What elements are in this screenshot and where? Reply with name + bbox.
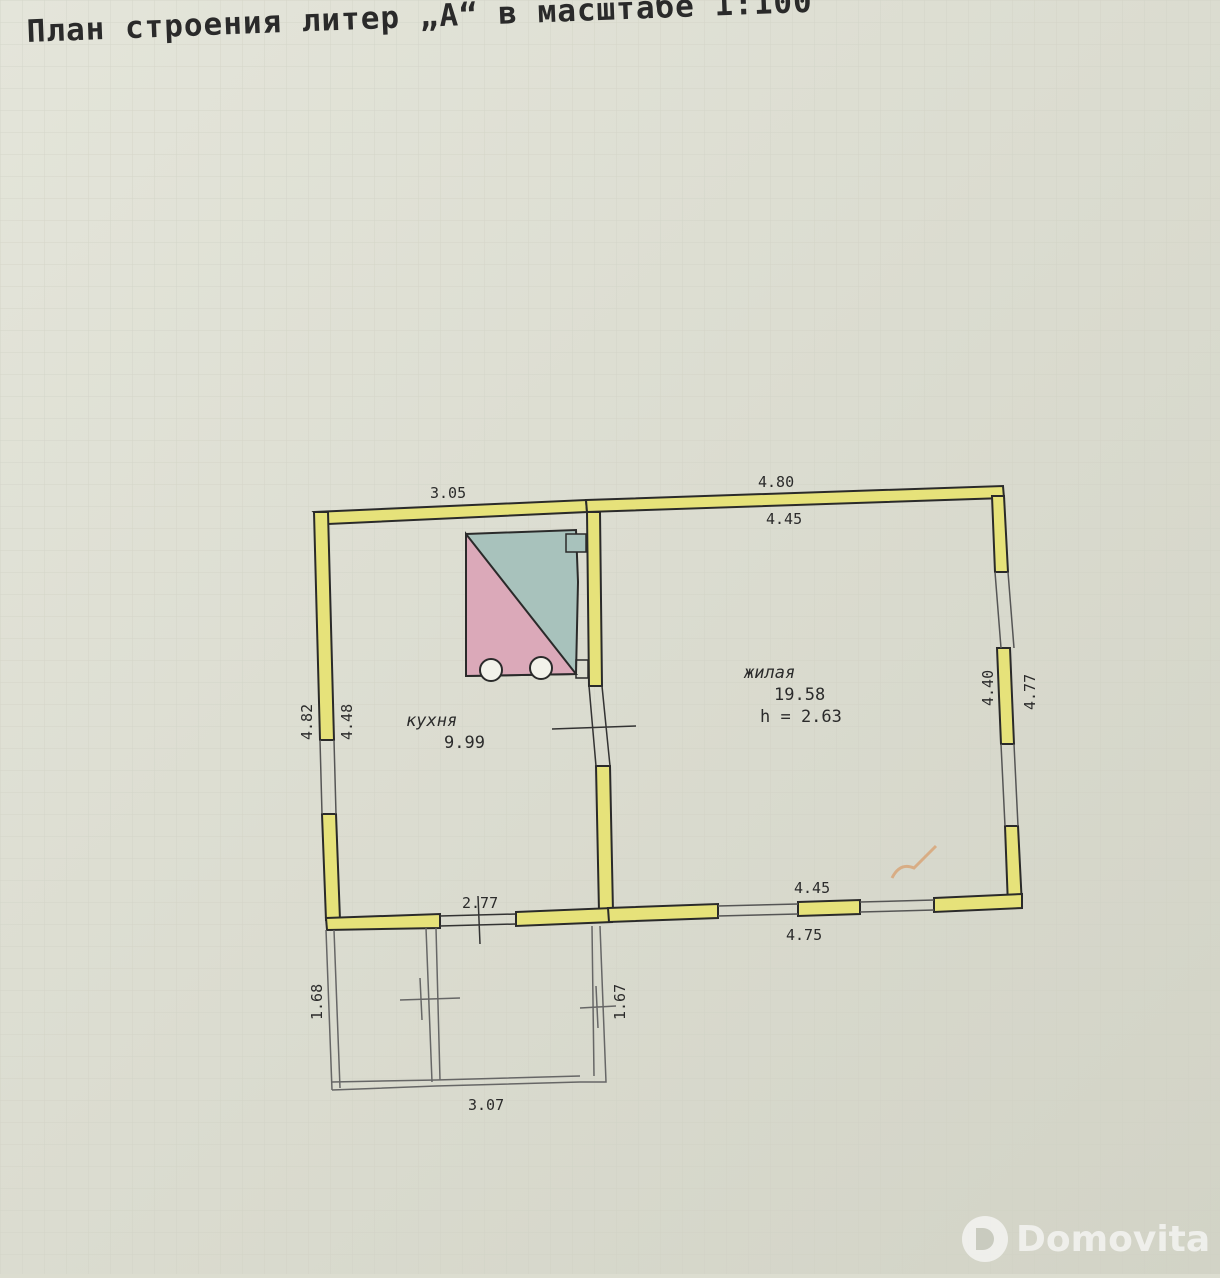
dim-right-inner: 4.40: [979, 670, 997, 706]
window-right-upper: [994, 571, 1015, 649]
dim-bottom-right-outer: 4.75: [786, 926, 822, 944]
wall-right-upper: [990, 495, 1010, 573]
living-area: 19.58: [774, 685, 825, 705]
wall-partition-upper: [585, 511, 604, 687]
living-height: h = 2.63: [760, 707, 842, 727]
wall-bottom-5: [933, 892, 1023, 914]
window-bottom-2: [859, 899, 935, 913]
watermark: Domovita: [962, 1214, 1210, 1264]
dim-porch-right: 1.67: [611, 984, 629, 1020]
porch: [325, 925, 617, 1091]
walls: [311, 484, 1024, 932]
wall-partition-lower: [594, 765, 615, 913]
dim-top-right-inner: 4.45: [766, 510, 802, 528]
stove: [465, 528, 589, 682]
wall-bottom-1: [324, 912, 441, 932]
stove-burner-right: [529, 656, 553, 680]
dim-porch-bottom: 3.07: [468, 1096, 504, 1114]
wall-bottom-3: [606, 902, 719, 924]
dim-left-outer: 4.82: [298, 704, 316, 740]
wall-bottom-4: [797, 898, 861, 918]
wall-left-lower: [320, 813, 342, 921]
dim-bottom-right-inner: 4.45: [794, 879, 830, 897]
dim-right-outer: 4.77: [1021, 674, 1039, 710]
domovita-logo-icon: [962, 1216, 1008, 1262]
window-bottom-1: [717, 903, 799, 917]
wall-right-mid: [995, 647, 1016, 745]
door-partition: [551, 685, 637, 767]
living-name: жилая: [743, 663, 795, 683]
kitchen-name: кухня: [406, 711, 457, 731]
window-left: [319, 739, 337, 815]
stove-burner-left: [479, 658, 503, 682]
dim-left-inner: 4.48: [338, 704, 356, 740]
kitchen-area: 9.99: [444, 733, 485, 753]
watermark-text: Domovita: [1016, 1218, 1211, 1260]
window-right-lower: [1000, 743, 1019, 827]
wall-bottom-2: [515, 906, 613, 928]
dim-top-right-outer: 4.80: [758, 473, 794, 491]
dimension-labels: 3.05 4.80 4.45 4.40 4.77 4.82 4.48 2.77 …: [298, 473, 1039, 1114]
orange-mark: [890, 844, 938, 879]
doors: [439, 685, 637, 945]
door-bottom: [439, 895, 517, 945]
dim-bottom-left-inner: 2.77: [462, 894, 498, 912]
dim-top-left-outer: 3.05: [430, 484, 466, 502]
room-labels: кухня 9.99 жилая 19.58 h = 2.63: [406, 663, 842, 753]
windows: [319, 571, 1019, 917]
dim-porch-left: 1.68: [308, 984, 326, 1020]
